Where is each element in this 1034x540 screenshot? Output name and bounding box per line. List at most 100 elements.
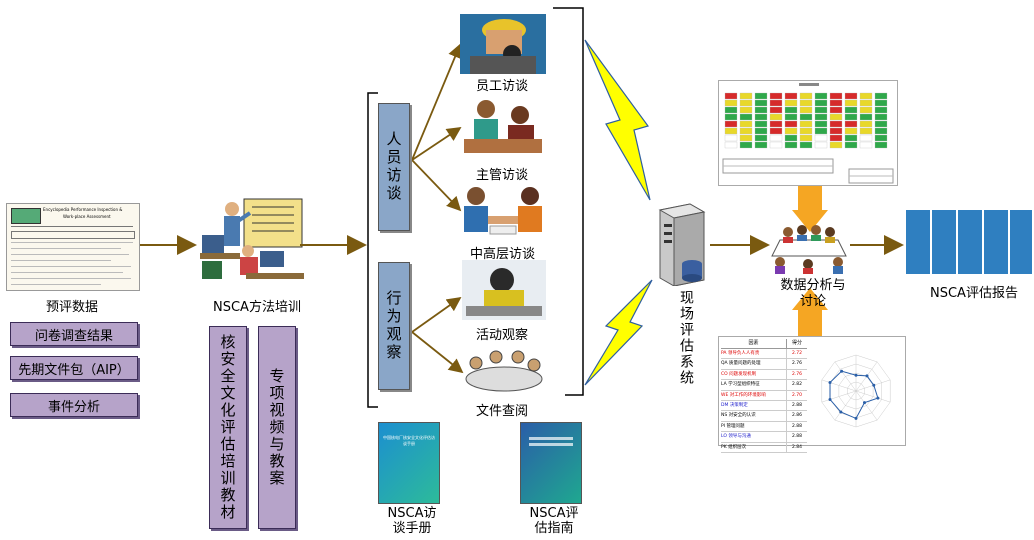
- report-label: NSCA评估报告: [930, 286, 1018, 301]
- matrix-cell: [769, 92, 783, 100]
- questionnaire-results-box[interactable]: 问卷调查结果: [10, 322, 138, 346]
- preliminary-document: Encyclopedia Performance Inspection & Wo…: [6, 203, 140, 291]
- matrix-cell: [874, 120, 888, 128]
- handshake-image: [460, 182, 546, 238]
- matrix-cell: [799, 99, 813, 107]
- matrix-cell: [859, 92, 873, 100]
- score-row-factor: PA 领导负人人有责: [721, 351, 760, 356]
- matrix-cell: [724, 141, 738, 149]
- matrix-cell: [814, 92, 828, 100]
- matrix-cell: [799, 106, 813, 114]
- training-label: NSCA方法培训: [213, 300, 301, 315]
- matrix-cell: [859, 99, 873, 107]
- matrix-cell: [799, 92, 813, 100]
- matrix-cell: [769, 127, 783, 135]
- matrix-cell: [754, 113, 768, 121]
- matrix-cell: [874, 99, 888, 107]
- matrix-cell: [769, 113, 783, 121]
- matrix-cell: [769, 141, 783, 149]
- interview-handbook-book[interactable]: 中国核电厂核安全文化评估访谈手册: [378, 422, 440, 504]
- matrix-cell: [784, 92, 798, 100]
- doc-title-2: Work-place Assessment: [63, 214, 111, 219]
- matrix-cell: [814, 106, 828, 114]
- score-row-factor: PI 管理问题: [721, 423, 745, 429]
- activity-senior-interview: 中高层访谈: [470, 247, 536, 262]
- matrix-cell: [844, 127, 858, 135]
- matrix-cell: [844, 141, 858, 149]
- assessment-guide-label: NSCA评估指南: [529, 506, 579, 536]
- matrix-cell: [844, 120, 858, 128]
- event-analysis-box[interactable]: 事件分析: [10, 393, 138, 417]
- matrix-cell: [724, 127, 738, 135]
- matrix-cell: [814, 141, 828, 149]
- matrix-cell: [754, 127, 768, 135]
- video-lessons-box[interactable]: 专项视频与教案: [258, 326, 296, 529]
- radar-point: [863, 401, 866, 405]
- radar-point: [854, 416, 858, 420]
- worker-mask-image: [460, 14, 546, 74]
- interview-handbook-label: NSCA访谈手册: [387, 506, 437, 536]
- assessment-guide-book[interactable]: [520, 422, 582, 504]
- matrix-cell: [784, 127, 798, 135]
- score-row: WE 对工作的环境影响 2.70: [721, 390, 807, 401]
- lightning-top: [584, 39, 651, 201]
- analysis-label: 数据分析与讨论: [780, 278, 846, 309]
- score-row-value: 2.72: [786, 349, 807, 359]
- report-panels: [906, 210, 1032, 274]
- score-row-value: 2.76: [786, 359, 807, 369]
- activity-supervisor-interview: 主管访谈: [476, 168, 529, 183]
- matrix-cell: [829, 106, 843, 114]
- score-row-factor: QA 质量问题的处理: [721, 361, 761, 367]
- matrix-cell: [859, 141, 873, 149]
- matrix-cell: [784, 99, 798, 107]
- training-clipart: [198, 195, 308, 283]
- matrix-cell: [874, 127, 888, 135]
- book-title-text: 中国核电厂核安全文化评估访谈手册: [383, 435, 435, 446]
- behavior-observation-box[interactable]: 行为观察: [378, 262, 410, 390]
- radar-axis: [834, 390, 857, 421]
- activity-observation: 活动观察: [476, 328, 529, 343]
- matrix-cell: [859, 120, 873, 128]
- score-row-value: 2.76: [786, 369, 807, 380]
- score-row-factor: WE 对工作的环境影响: [721, 392, 766, 398]
- score-row-value: 2.70: [786, 390, 807, 400]
- matrix-cell: [859, 113, 873, 121]
- matrix-cell: [724, 120, 738, 128]
- score-row-factor: DM 决策制定: [721, 402, 748, 408]
- radar-point: [840, 369, 844, 373]
- server-icon: [650, 200, 710, 286]
- matrix-cell: [769, 106, 783, 114]
- matrix-cell: [799, 127, 813, 135]
- matrix-cell: [739, 92, 753, 100]
- matrix-cell: [784, 141, 798, 149]
- matrix-cell: [724, 106, 738, 114]
- matrix-cell: [739, 106, 753, 114]
- radar-point: [828, 381, 832, 384]
- matrix-cell: [799, 141, 813, 149]
- matrix-cell: [754, 134, 768, 142]
- radar-axis: [855, 390, 878, 421]
- matrix-cell: [814, 113, 828, 121]
- aip-package-box[interactable]: 先期文件包（AIP）: [10, 356, 138, 380]
- score-row: PI 管理问题 2.88: [721, 421, 807, 433]
- matrix-cell: [754, 92, 768, 100]
- training-materials-box[interactable]: 核安全文化评估培训教材: [209, 326, 247, 529]
- matrix-cell: [874, 141, 888, 149]
- score-row-value: 2.88: [786, 421, 807, 432]
- radar-axis: [821, 379, 857, 392]
- matrix-cell: [844, 99, 858, 107]
- personnel-interview-box[interactable]: 人员访谈: [378, 103, 410, 231]
- doc-title-1: Encyclopedia Performance Inspection &: [43, 207, 123, 212]
- matrix-cell: [829, 127, 843, 135]
- matrix-cell: [754, 99, 768, 107]
- radar-point: [839, 410, 843, 414]
- matrix-cell: [739, 141, 753, 149]
- score-row: PA 领导负人人有责 2.72: [721, 349, 807, 360]
- matrix-cell: [844, 134, 858, 142]
- matrix-cell: [814, 99, 828, 107]
